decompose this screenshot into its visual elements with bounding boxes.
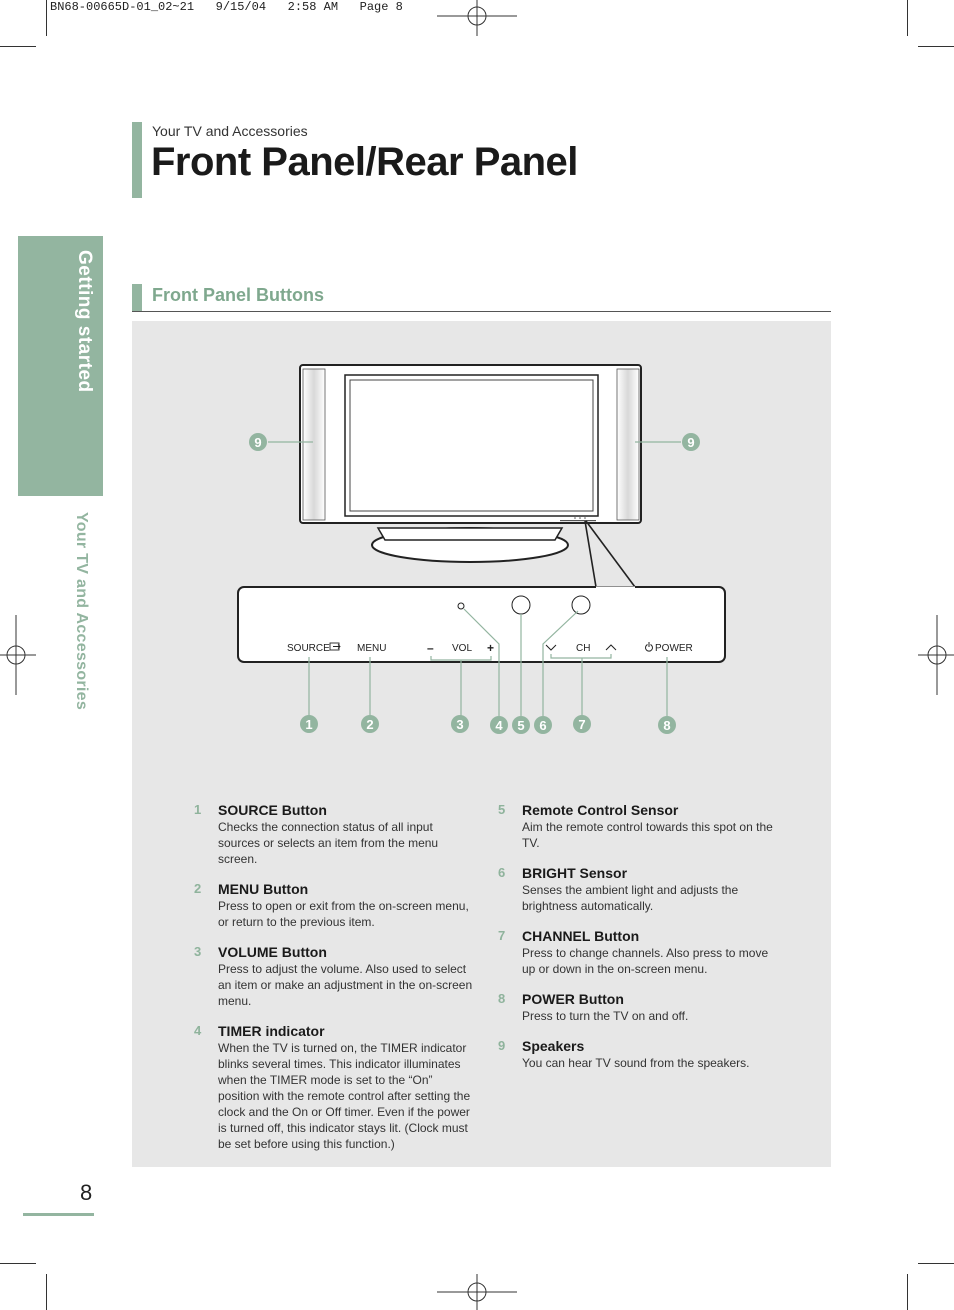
- item-number: 2: [194, 881, 202, 896]
- crop-mark: [918, 1263, 954, 1264]
- item-number: 7: [498, 928, 506, 943]
- crop-mark: [0, 46, 36, 47]
- section-tab-label: Your TV and Accessories: [73, 512, 90, 711]
- title-accent-bar: [132, 122, 142, 198]
- timer-indicator: [457, 602, 465, 610]
- item-body: Press to adjust the volume. Also used to…: [218, 962, 473, 1008]
- item-title: MENU Button: [218, 881, 309, 897]
- item-title: POWER Button: [522, 991, 624, 1007]
- page-number-rule: [23, 1213, 94, 1216]
- callout-badge: 4: [490, 716, 508, 734]
- section-rule: [132, 311, 831, 312]
- callout-badge: 7: [573, 715, 591, 733]
- description-item: 8 POWER Button Press to turn the TV on a…: [498, 991, 778, 1024]
- crop-mark: [918, 46, 954, 47]
- print-header: BN68-00665D-01_02~21 9/15/04 2:58 AM Pag…: [50, 0, 403, 14]
- bright-sensor: [571, 595, 591, 615]
- right-speaker: [616, 368, 640, 521]
- svg-text:9: 9: [687, 435, 694, 450]
- item-title: Speakers: [522, 1038, 585, 1054]
- item-number: 4: [194, 1023, 202, 1038]
- callout-badge: 6: [534, 716, 552, 734]
- chapter-tab: [18, 236, 103, 496]
- page-kicker: Your TV and Accessories: [152, 123, 308, 139]
- callout-leaders: [268, 441, 681, 716]
- vol-label: VOL: [452, 643, 472, 654]
- vol-minus-button[interactable]: –: [427, 641, 434, 655]
- svg-text:2: 2: [366, 717, 373, 732]
- item-number: 9: [498, 1038, 506, 1053]
- svg-text:8: 8: [663, 718, 670, 733]
- vol-plus-button[interactable]: +: [487, 641, 494, 655]
- control-panel-zoom: SOURCE MENU – VOL + CH POWER: [237, 586, 726, 663]
- source-icon: [329, 642, 341, 651]
- tv-stand: [371, 527, 569, 563]
- crop-mark: [907, 0, 908, 36]
- item-body: You can hear TV sound from the speakers.: [522, 1056, 750, 1070]
- section-title: Front Panel Buttons: [152, 285, 324, 305]
- item-body: Press to change channels. Also press to …: [522, 946, 769, 976]
- item-title: BRIGHT Sensor: [522, 865, 628, 881]
- svg-text:5: 5: [517, 718, 524, 733]
- item-title: Remote Control Sensor: [522, 802, 679, 818]
- description-item: 4 TIMER indicator When the TV is turned …: [194, 1023, 474, 1152]
- power-icon: [645, 642, 653, 652]
- callout-badge: 3: [451, 715, 469, 733]
- crop-mark: [46, 1274, 47, 1310]
- page-number: 8: [80, 1180, 93, 1205]
- description-item: 2 MENU Button Press to open or exit from…: [194, 881, 474, 930]
- item-number: 1: [194, 802, 202, 817]
- callout-badge: 8: [658, 716, 676, 734]
- item-title: SOURCE Button: [218, 802, 327, 818]
- item-number: 8: [498, 991, 506, 1006]
- ch-label: CH: [576, 643, 590, 654]
- power-button[interactable]: POWER: [655, 643, 693, 654]
- item-body: Press to turn the TV on and off.: [522, 1009, 689, 1023]
- item-title: TIMER indicator: [218, 1023, 325, 1039]
- tv-body: [299, 364, 642, 524]
- svg-text:6: 6: [539, 718, 546, 733]
- description-item: 1 SOURCE Button Checks the connection st…: [194, 802, 474, 867]
- item-number: 6: [498, 865, 506, 880]
- crop-mark: [46, 0, 47, 36]
- description-column-right: 5 Remote Control Sensor Aim the remote c…: [498, 802, 778, 1085]
- channel-down-icon[interactable]: [545, 644, 557, 651]
- item-title: CHANNEL Button: [522, 928, 640, 944]
- description-item: 9 Speakers You can hear TV sound from th…: [498, 1038, 778, 1071]
- svg-text:3: 3: [456, 717, 463, 732]
- callout-badge: 5: [512, 716, 530, 734]
- remote-control-sensor: [511, 595, 531, 615]
- item-body: Checks the connection status of all inpu…: [218, 820, 439, 866]
- svg-text:1: 1: [305, 717, 312, 732]
- section-accent-bar: [132, 284, 142, 311]
- left-speaker: [302, 368, 326, 521]
- item-body: Senses the ambient light and adjusts the…: [522, 883, 739, 913]
- description-item: 7 CHANNEL Button Press to change channel…: [498, 928, 778, 977]
- callout-badge: 9: [249, 433, 267, 451]
- source-button[interactable]: SOURCE: [287, 643, 330, 654]
- item-body: When the TV is turned on, the TIMER indi…: [218, 1041, 471, 1151]
- item-body: Press to open or exit from the on-screen…: [218, 899, 469, 929]
- item-title: VOLUME Button: [218, 944, 327, 960]
- crop-mark: [907, 1274, 908, 1310]
- chapter-tab-label: Getting started: [74, 250, 95, 393]
- channel-up-icon[interactable]: [605, 644, 617, 651]
- description-item: 5 Remote Control Sensor Aim the remote c…: [498, 802, 778, 851]
- item-body: Aim the remote control towards this spot…: [522, 820, 773, 850]
- page-title: Front Panel/Rear Panel: [151, 140, 578, 184]
- callout-badge: 2: [361, 715, 379, 733]
- description-item: 6 BRIGHT Sensor Senses the ambient light…: [498, 865, 778, 914]
- description-column-left: 1 SOURCE Button Checks the connection st…: [194, 802, 474, 1166]
- item-number: 3: [194, 944, 202, 959]
- callout-badge: 1: [300, 715, 318, 733]
- svg-text:4: 4: [495, 718, 503, 733]
- menu-button[interactable]: MENU: [357, 643, 386, 654]
- svg-text:7: 7: [578, 717, 585, 732]
- crop-mark: [0, 1263, 36, 1264]
- callout-badge: 9: [682, 433, 700, 451]
- description-item: 3 VOLUME Button Press to adjust the volu…: [194, 944, 474, 1009]
- svg-text:9: 9: [254, 435, 261, 450]
- item-number: 5: [498, 802, 506, 817]
